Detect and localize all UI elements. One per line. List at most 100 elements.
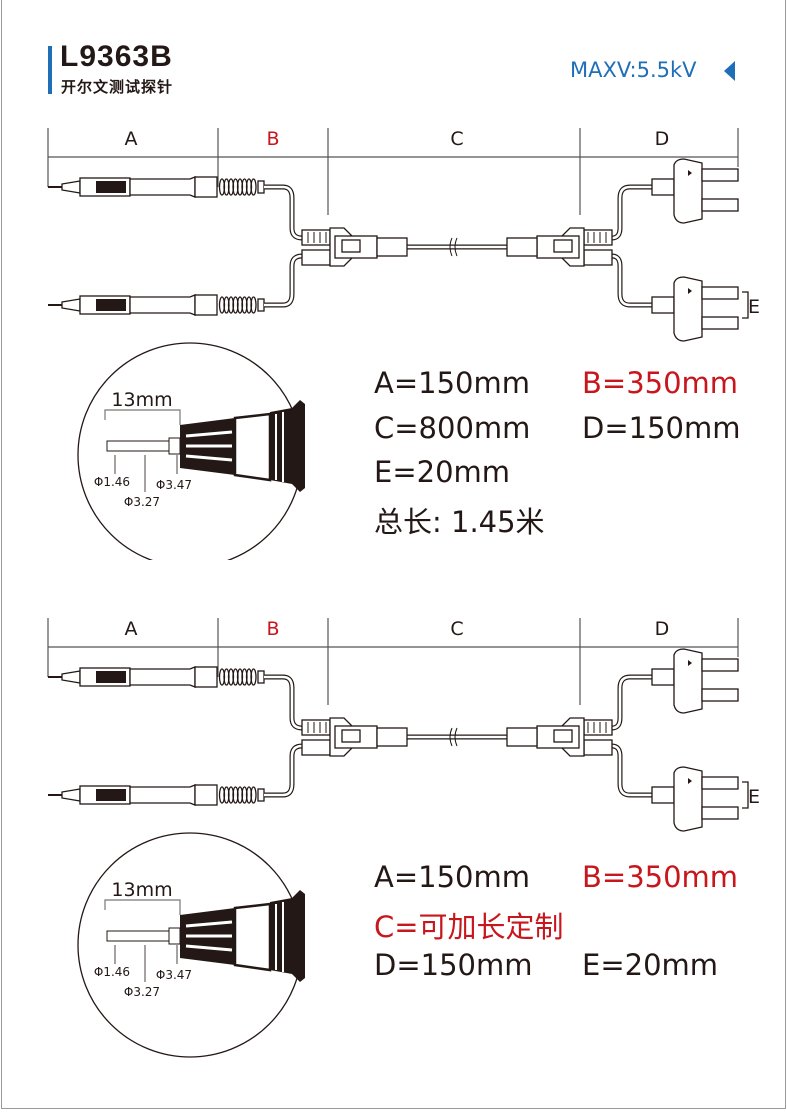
spec-b: B=350mm — [582, 860, 739, 894]
cable-core — [264, 185, 303, 240]
dimension-label-d: D — [655, 618, 670, 640]
spec-total-length: 总长: 1.45米 — [374, 505, 545, 539]
triangle-left-icon — [724, 61, 735, 81]
cable-break-mark — [449, 237, 458, 257]
probe-collar — [194, 784, 218, 806]
length-dimension — [104, 899, 181, 915]
plug-strain-relief — [651, 786, 675, 804]
dimension-label-c: C — [450, 618, 463, 640]
probe-tip-cone — [61, 788, 81, 802]
spec-c: C=可加长定制 — [374, 910, 564, 944]
probe-handle — [129, 784, 196, 806]
splitter-branch — [301, 739, 331, 756]
cable — [264, 184, 303, 241]
warning-label-icon — [553, 239, 573, 253]
test-probe-lower — [48, 294, 265, 316]
warning-label-icon — [341, 239, 361, 253]
e-dimension-bracket — [742, 781, 749, 809]
probe-collar — [194, 176, 218, 198]
y-splitter — [506, 717, 613, 757]
splitter-branch — [583, 249, 613, 266]
cable — [611, 743, 652, 798]
dimension-label-b: B — [266, 128, 279, 150]
cable — [264, 743, 303, 798]
splitter-branch — [301, 249, 331, 266]
test-probe-upper — [48, 666, 265, 688]
dimension-label-b: B — [266, 618, 279, 640]
cable-core — [611, 254, 652, 307]
warning-label-icon — [553, 729, 573, 743]
polarity-arrow-icon — [688, 288, 692, 294]
polarity-arrow-icon — [688, 170, 692, 176]
spec-e: E=20mm — [582, 948, 719, 982]
product-subtitle: 开尔文测试探针 — [61, 78, 174, 96]
spec-c: C=800mm — [374, 411, 531, 445]
probe-collar — [194, 294, 218, 316]
splitter-branch — [583, 739, 613, 756]
banana-pin — [701, 688, 739, 702]
dimension-label-d: D — [655, 128, 670, 150]
cable — [611, 253, 652, 308]
probe-end — [257, 788, 265, 802]
plug-body — [673, 276, 703, 342]
probe-handle — [129, 666, 196, 688]
plug-strain-relief — [651, 668, 675, 686]
y-splitter — [301, 717, 408, 757]
tip-shaft — [106, 930, 170, 942]
test-probe-lower — [48, 784, 265, 806]
probe-tip-cone — [61, 670, 81, 684]
spec-a: A=150mm — [374, 860, 530, 894]
cable-core — [611, 744, 652, 797]
banana-plug — [651, 276, 739, 342]
probe-grip-band — [96, 789, 126, 801]
probe-handle — [129, 294, 196, 316]
probe-collar — [194, 666, 218, 688]
cable — [264, 674, 303, 731]
title-accent-bar — [48, 46, 52, 94]
dimension-label-e: E — [748, 786, 760, 808]
max-voltage-label: MAXV:5.5kV — [570, 58, 697, 82]
spec-a: A=150mm — [374, 366, 530, 400]
cable-break-mark — [449, 727, 458, 747]
diameter-label-2: Φ3.27 — [124, 985, 160, 999]
test-probe-upper — [48, 176, 265, 198]
diameter-label-1: Φ1.46 — [94, 475, 130, 489]
cone-ribs — [185, 430, 233, 462]
length-dimension — [104, 409, 181, 425]
probe-tip-cone — [61, 180, 81, 194]
warning-label-icon — [341, 729, 361, 743]
tip-sleeve — [233, 902, 272, 972]
plug-strain-relief — [651, 296, 675, 314]
diameter-label-2: Φ3.27 — [124, 495, 160, 509]
plug-body — [673, 158, 703, 224]
cable — [611, 184, 652, 241]
banana-pin — [701, 198, 739, 212]
flange-rings — [275, 902, 284, 972]
banana-plug — [651, 158, 739, 224]
dimension-label-e: E — [748, 296, 760, 318]
probe-end — [257, 298, 265, 312]
e-dimension-bracket — [742, 291, 749, 319]
strain-relief-coil — [250, 668, 257, 686]
cable-core — [264, 254, 303, 307]
plug-strain-relief — [651, 178, 675, 196]
probe-end — [257, 670, 265, 684]
diameter-label-3: Φ3.47 — [156, 968, 192, 982]
probe-tip-cone — [61, 298, 81, 312]
y-splitter — [506, 227, 613, 267]
strain-relief-coil — [250, 296, 257, 314]
banana-pin — [701, 286, 739, 300]
tip-collar — [168, 437, 181, 455]
cable-core — [264, 675, 303, 730]
banana-pin — [701, 806, 739, 820]
spec-d: D=150mm — [374, 948, 533, 982]
tip-collar — [168, 927, 181, 945]
cable-core — [611, 185, 652, 240]
